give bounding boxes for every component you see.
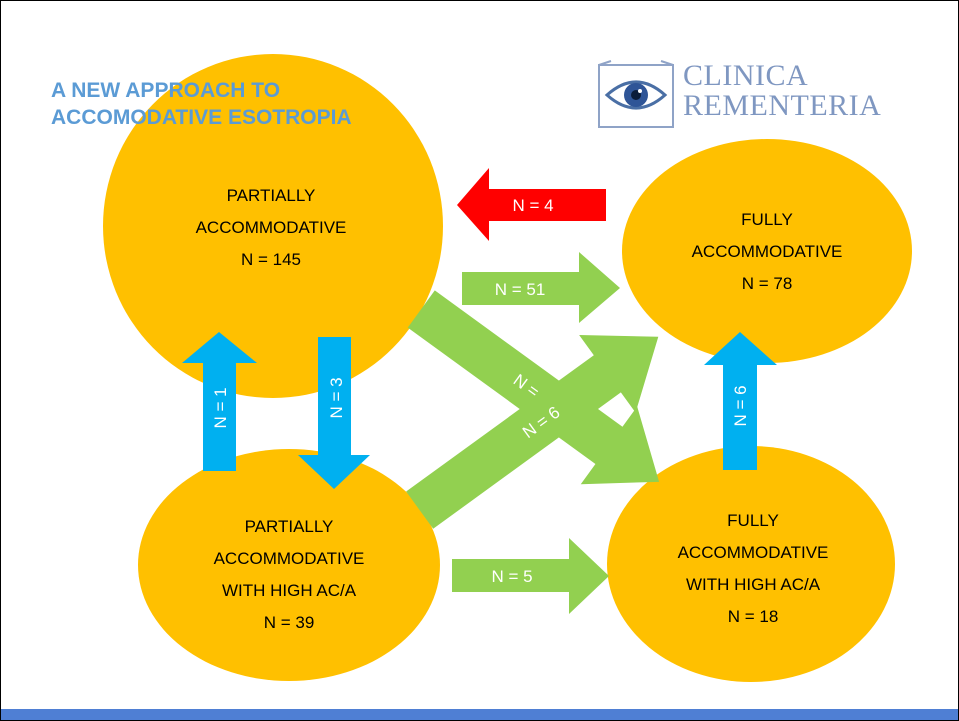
title-line-1: A NEW APPROACH TO <box>51 79 281 102</box>
node-label-fully: FULLY ACCOMMODATIVE N = 78 <box>692 210 843 293</box>
logo-line-2: REMENTERIA <box>683 89 882 122</box>
svg-text:PARTIALLY: PARTIALLY <box>227 186 316 205</box>
arrow-label-n3: N = 3 <box>327 377 346 418</box>
arrow-label-n6-vertical: N = 6 <box>731 385 750 426</box>
arrow-label-n51: N = 51 <box>495 280 546 299</box>
node-partially-high-aca <box>138 449 440 681</box>
svg-text:N = 78: N = 78 <box>742 274 793 293</box>
svg-text:N = 145: N = 145 <box>241 250 301 269</box>
arrow-label-n5: N = 5 <box>491 567 532 586</box>
svg-text:ACCOMMODATIVE: ACCOMMODATIVE <box>196 218 347 237</box>
arrow-fully-high-to-fully: N = 6 <box>704 332 777 470</box>
node-fully-accommodative <box>622 139 912 363</box>
node-label-fully-high: FULLY ACCOMMODATIVE WITH HIGH AC/A N = 1… <box>678 511 829 626</box>
svg-text:PARTIALLY: PARTIALLY <box>245 517 334 536</box>
svg-text:N = 39: N = 39 <box>264 613 315 632</box>
node-label-partially: PARTIALLY ACCOMMODATIVE N = 145 <box>196 186 347 269</box>
slide-title: A NEW APPROACH TO ACCOMODATIVE ESOTROPIA <box>51 77 352 131</box>
svg-text:WITH HIGH AC/A: WITH HIGH AC/A <box>686 575 821 594</box>
eye-icon <box>598 60 674 128</box>
svg-text:N = 18: N = 18 <box>728 607 779 626</box>
arrow-fully-to-partially: N = 4 <box>457 168 606 241</box>
title-line-2: ACCOMODATIVE ESOTROPIA <box>51 106 352 129</box>
clinic-logo: CLINICA REMENTERIA <box>597 59 881 138</box>
svg-text:FULLY: FULLY <box>727 511 779 530</box>
arrow-partially-high-to-partially: N = 1 <box>182 332 257 471</box>
node-label-partially-high: PARTIALLY ACCOMMODATIVE WITH HIGH AC/A N… <box>214 517 365 632</box>
arrow-partially-high-to-fully: N = 6 <box>406 334 659 529</box>
arrow-partially-to-fully: N = 51 <box>462 252 620 323</box>
svg-text:ACCOMMODATIVE: ACCOMMODATIVE <box>692 242 843 261</box>
svg-text:WITH HIGH AC/A: WITH HIGH AC/A <box>222 581 357 600</box>
logo-text: CLINICA REMENTERIA <box>683 61 881 121</box>
logo-line-1: CLINICA <box>683 59 809 92</box>
arrow-partially-high-to-fully-high: N = 5 <box>452 538 609 614</box>
svg-text:ACCOMMODATIVE: ACCOMMODATIVE <box>678 543 829 562</box>
svg-text:FULLY: FULLY <box>741 210 793 229</box>
arrow-label-n1: N = 1 <box>211 387 230 428</box>
node-partially-accommodative <box>103 54 443 398</box>
node-fully-high-aca <box>607 446 895 682</box>
arrow-label-n4: N = 4 <box>512 196 553 215</box>
bottom-bar <box>1 709 958 720</box>
svg-text:ACCOMMODATIVE: ACCOMMODATIVE <box>214 549 365 568</box>
arrow-partially-to-partially-high: N = 3 <box>298 337 370 489</box>
